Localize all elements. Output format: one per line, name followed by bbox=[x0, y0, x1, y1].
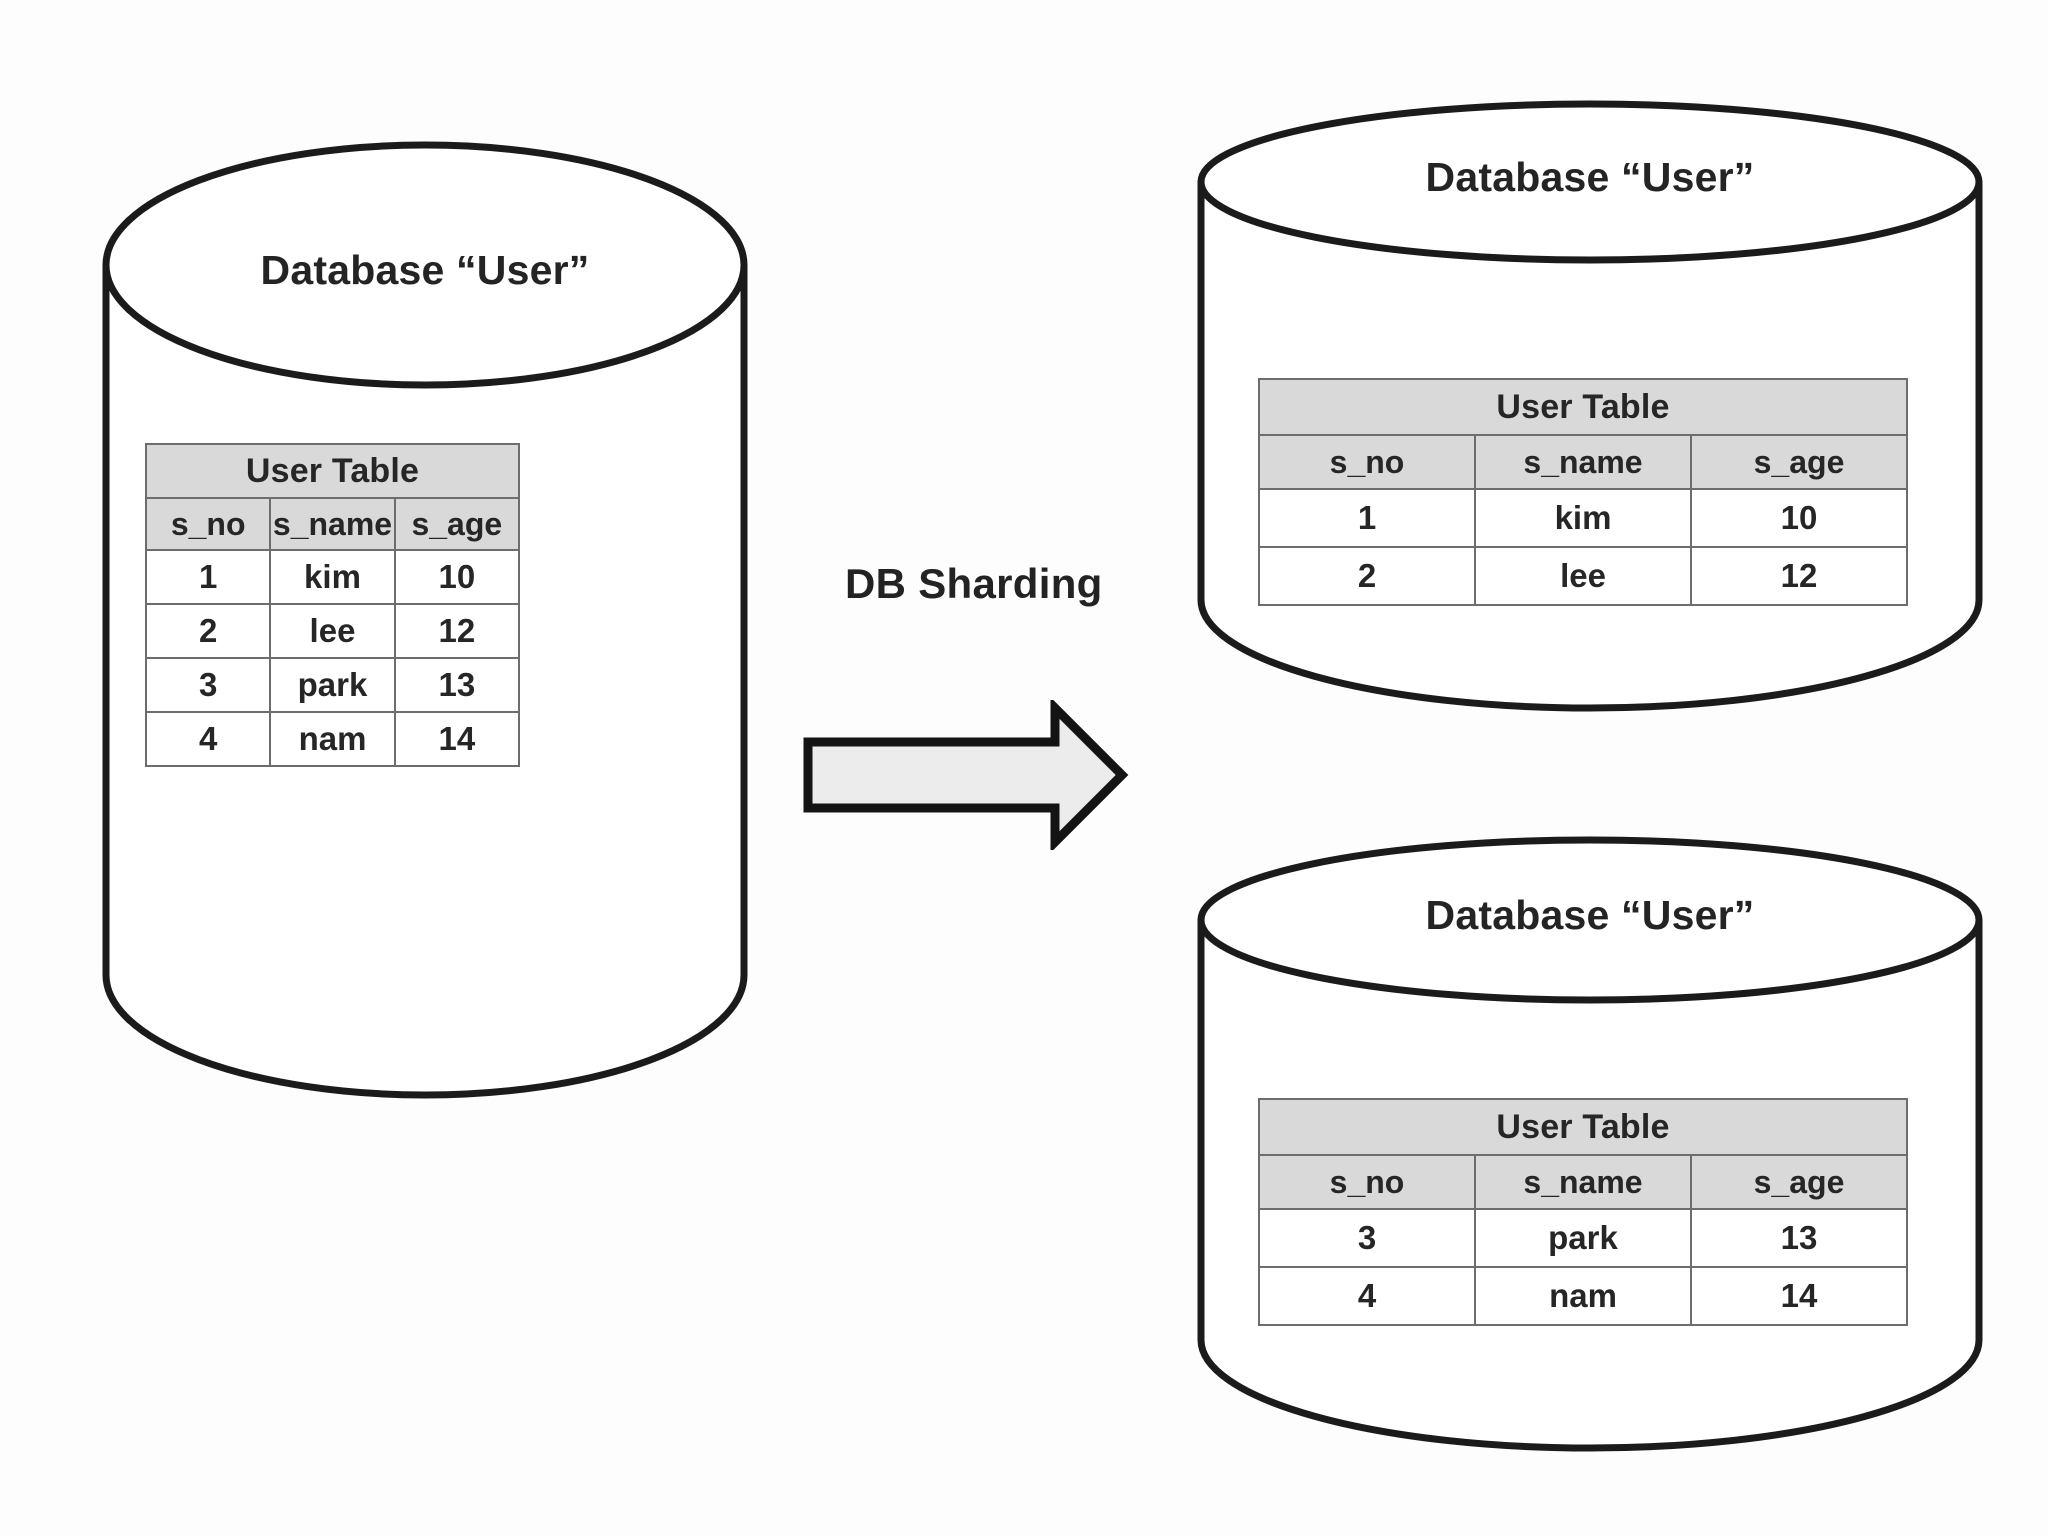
cell-s-age: 14 bbox=[1690, 1266, 1908, 1326]
cell-s-no: 3 bbox=[144, 657, 272, 713]
table-row: 2 lee 12 bbox=[1258, 546, 1908, 606]
table-row: 1 kim 10 bbox=[1258, 488, 1908, 548]
cell-s-name: lee bbox=[269, 603, 396, 659]
table-title-cell: User Table bbox=[1258, 378, 1908, 436]
right-block-arrow-icon bbox=[803, 697, 1129, 853]
cell-s-name: park bbox=[269, 657, 396, 713]
table-title-row: User Table bbox=[145, 443, 520, 499]
db-sharding-label: DB Sharding bbox=[845, 560, 1103, 607]
cell-s-no: 3 bbox=[1258, 1208, 1476, 1268]
cell-s-no: 4 bbox=[144, 711, 272, 767]
cell-s-name: park bbox=[1474, 1208, 1692, 1268]
cell-s-age: 12 bbox=[393, 603, 521, 659]
cell-s-age: 13 bbox=[393, 657, 521, 713]
cell-s-name: kim bbox=[1474, 488, 1692, 548]
table-header-row: s_no s_name s_age bbox=[1258, 1154, 1908, 1210]
table-header-row: s_no s_name s_age bbox=[144, 497, 521, 551]
cell-s-no: 2 bbox=[1258, 546, 1476, 606]
user-table-shard-2: User Table s_no s_name s_age 3 park 13 4… bbox=[1258, 1098, 1908, 1326]
column-header-s-age: s_age bbox=[1690, 1154, 1908, 1210]
table-row: 2 lee 12 bbox=[144, 603, 521, 659]
cell-s-no: 4 bbox=[1258, 1266, 1476, 1326]
table-row: 3 park 13 bbox=[1258, 1208, 1908, 1268]
column-header-s-name: s_name bbox=[269, 497, 396, 551]
column-header-s-age: s_age bbox=[393, 497, 521, 551]
cell-s-age: 10 bbox=[393, 549, 521, 605]
database-label-source: Database “User” bbox=[260, 247, 590, 293]
database-label-shard-1: Database “User” bbox=[1425, 154, 1755, 200]
column-header-s-age: s_age bbox=[1690, 434, 1908, 490]
table-title-cell: User Table bbox=[145, 443, 520, 499]
column-header-s-name: s_name bbox=[1474, 1154, 1692, 1210]
column-header-s-no: s_no bbox=[144, 497, 272, 551]
table-row: 4 nam 14 bbox=[144, 711, 521, 767]
cell-s-no: 2 bbox=[144, 603, 272, 659]
cell-s-age: 14 bbox=[393, 711, 521, 767]
database-label-shard-2: Database “User” bbox=[1425, 892, 1755, 938]
user-table-source: User Table s_no s_name s_age 1 kim 10 2 … bbox=[144, 443, 521, 767]
cell-s-age: 12 bbox=[1690, 546, 1908, 606]
cell-s-no: 1 bbox=[1258, 488, 1476, 548]
cell-s-name: nam bbox=[1474, 1266, 1692, 1326]
cell-s-name: lee bbox=[1474, 546, 1692, 606]
column-header-s-no: s_no bbox=[1258, 1154, 1476, 1210]
table-row: 4 nam 14 bbox=[1258, 1266, 1908, 1326]
cell-s-name: nam bbox=[269, 711, 396, 767]
table-title-row: User Table bbox=[1258, 1098, 1908, 1156]
cell-s-name: kim bbox=[269, 549, 396, 605]
sharding-arrow bbox=[800, 697, 1130, 853]
cell-s-age: 10 bbox=[1690, 488, 1908, 548]
cell-s-no: 1 bbox=[144, 549, 272, 605]
table-row: 3 park 13 bbox=[144, 657, 521, 713]
cell-s-age: 13 bbox=[1690, 1208, 1908, 1268]
table-row: 1 kim 10 bbox=[144, 549, 521, 605]
table-title-row: User Table bbox=[1258, 378, 1908, 436]
column-header-s-no: s_no bbox=[1258, 434, 1476, 490]
user-table-shard-1: User Table s_no s_name s_age 1 kim 10 2 … bbox=[1258, 378, 1908, 606]
table-header-row: s_no s_name s_age bbox=[1258, 434, 1908, 490]
column-header-s-name: s_name bbox=[1474, 434, 1692, 490]
table-title-cell: User Table bbox=[1258, 1098, 1908, 1156]
